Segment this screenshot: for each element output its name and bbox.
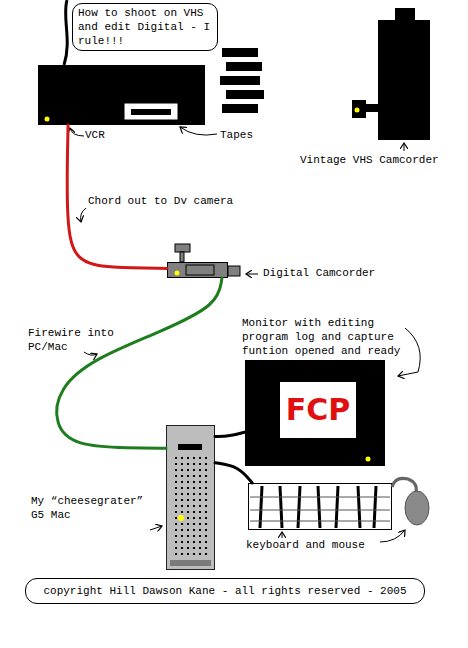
tape-stack: Tapes	[218, 46, 266, 118]
device-label: My “cheesegrater” G5 Mac	[31, 494, 149, 522]
vcr-device: VCR	[38, 65, 205, 125]
vintage-camcorder: Vintage VHS Camcorder	[352, 6, 432, 142]
screen-text: FCP	[278, 380, 358, 440]
leader-arrow	[180, 127, 217, 135]
viewfinder	[175, 244, 190, 252]
leader-arrow	[150, 526, 162, 530]
cable-wire	[57, 278, 222, 448]
device-label: VCR	[85, 128, 125, 142]
leader-arrow	[246, 274, 258, 275]
device-label: Tapes	[220, 128, 270, 142]
monitor-screen: Monitor with editing program log and cap…	[245, 360, 385, 466]
leader-arrow	[380, 530, 405, 542]
vhs-tape	[220, 76, 260, 85]
leader-arrow	[81, 208, 86, 222]
power-cord	[64, 0, 67, 65]
leader-arrow	[282, 532, 283, 538]
keyboard: keyboard and mouse	[248, 483, 392, 530]
vhs-tape	[226, 90, 264, 99]
digital-camcorder: Digital Camcorder	[167, 262, 228, 278]
cable-wire	[215, 432, 245, 437]
mouse-cord	[392, 478, 416, 492]
title-bubble: How to shoot on VHS and edit Digital - I…	[72, 3, 218, 51]
vhs-tape	[226, 62, 262, 71]
cable-label: Firewire into PC/Mac	[28, 326, 123, 354]
cable-label: Chord out to Dv camera	[88, 194, 248, 208]
mouse	[405, 491, 429, 525]
vhs-tape	[222, 104, 258, 113]
leader-arrow	[70, 128, 84, 136]
caption-bubble: copyright Hill Dawson Kane - all rights …	[25, 578, 425, 604]
device-label: Monitor with editing program log and cap…	[242, 316, 404, 358]
camcorder-top	[395, 8, 415, 22]
power-light	[355, 108, 360, 113]
camcorder-grip	[352, 100, 366, 118]
camcorder-body	[378, 20, 430, 140]
leader-arrow	[404, 143, 405, 151]
leader-arrow	[398, 328, 420, 376]
camera-lens	[228, 266, 240, 276]
viewfinder-stem	[180, 252, 184, 262]
leader-arrow	[84, 352, 97, 355]
mac-tower: My “cheesegrater” G5 Mac	[166, 425, 215, 570]
device-label: Vintage VHS Camcorder	[300, 153, 450, 167]
vhs-tape	[222, 48, 258, 57]
device-label: keyboard and mouse	[246, 538, 386, 552]
camcorder-grip	[365, 104, 379, 112]
device-label: Digital Camcorder	[263, 266, 393, 280]
